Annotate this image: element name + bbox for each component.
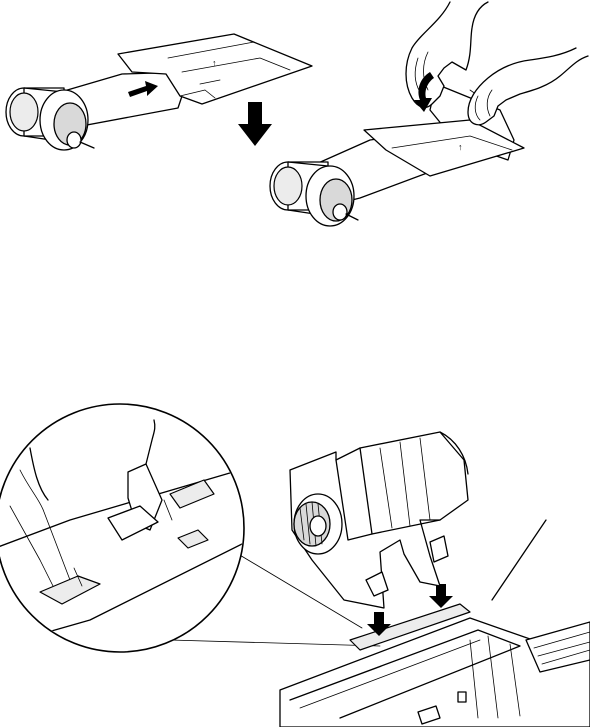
mount-spindle-step — [0, 404, 590, 727]
down-arrow-icon — [238, 102, 272, 146]
sheet-mark-2: ↑ — [458, 142, 463, 152]
paper-roll-2 — [270, 162, 358, 226]
sheet-mark: ↑ — [212, 58, 217, 68]
spindle-holder — [290, 432, 468, 608]
zoom-detail — [0, 404, 250, 652]
attach-paper-step: ↑ — [6, 34, 312, 150]
roll-paper-step: ↑ — [270, 2, 588, 226]
